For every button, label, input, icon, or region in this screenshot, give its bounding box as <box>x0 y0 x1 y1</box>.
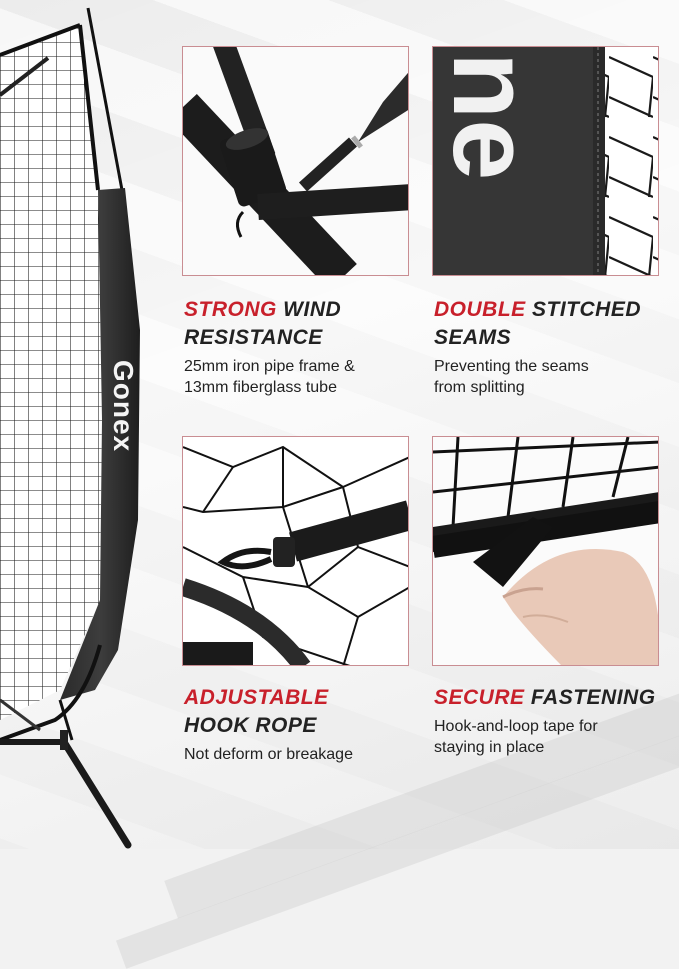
feature-title: SECURE FASTENING <box>434 686 656 709</box>
practice-net-image: Gonex <box>0 0 180 849</box>
feature-caption-wind-resistance: STRONG WIND RESISTANCE 25mm iron pipe fr… <box>184 296 424 398</box>
feature-description: Hook-and-loop tape for staying in place <box>434 718 598 756</box>
brand-letters-closeup: ne <box>432 52 553 181</box>
feature-title: DOUBLE STITCHED SEAMS <box>434 298 642 349</box>
feature-title: ADJUSTABLE HOOK ROPE <box>184 686 329 737</box>
feature-title: STRONG WIND RESISTANCE <box>184 298 342 349</box>
feature-caption-hook-rope: ADJUSTABLE HOOK ROPE Not deform or break… <box>184 684 424 765</box>
feature-image-velcro-fastening <box>432 436 659 666</box>
brand-logo: Gonex <box>108 360 139 453</box>
feature-image-frame-joint <box>182 46 409 276</box>
feature-image-hook-rope <box>182 436 409 666</box>
feature-caption-secure-fastening: SECURE FASTENING Hook-and-loop tape for … <box>434 684 679 758</box>
feature-description: 25mm iron pipe frame & 13mm fiberglass t… <box>184 358 355 396</box>
feature-description: Not deform or breakage <box>184 746 353 763</box>
feature-description: Preventing the seams from splitting <box>434 358 589 396</box>
feature-caption-stitched-seams: DOUBLE STITCHED SEAMS Preventing the sea… <box>434 296 679 398</box>
feature-image-stitched-seam: ne <box>432 46 659 276</box>
